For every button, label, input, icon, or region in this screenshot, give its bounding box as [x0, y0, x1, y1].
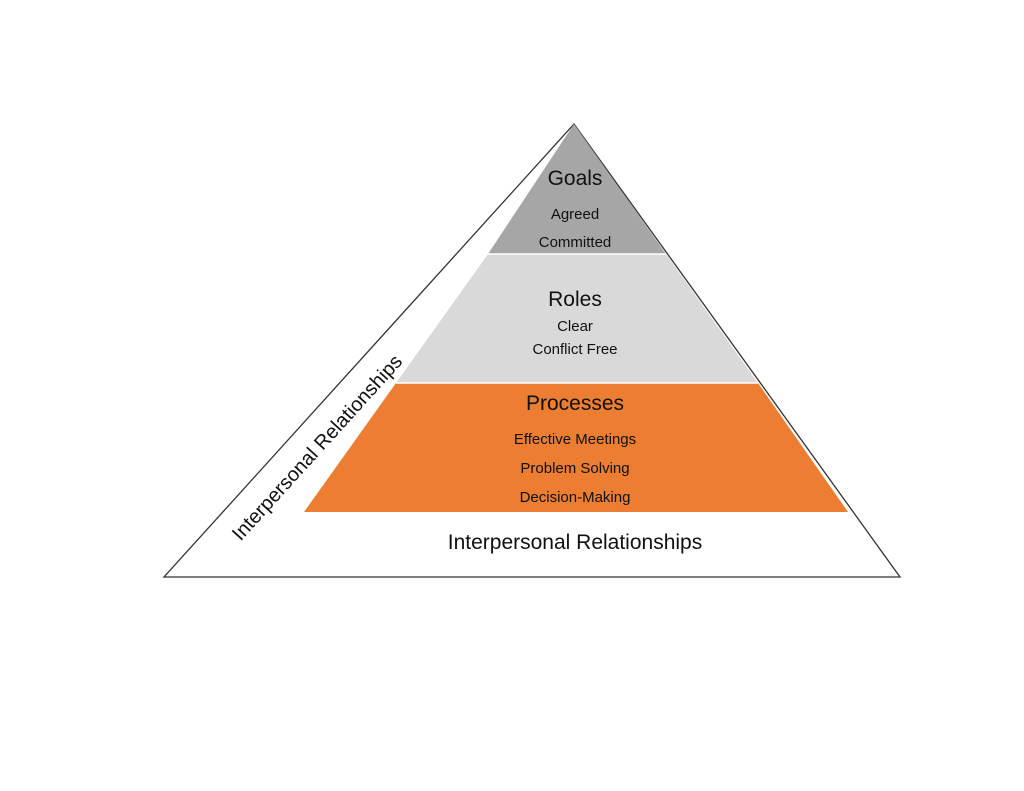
roles-title: Roles: [548, 288, 602, 311]
processes-item: Problem Solving: [520, 460, 629, 477]
goals-item: Committed: [539, 234, 612, 251]
roles-band: [396, 254, 758, 383]
goals-band: [488, 124, 666, 254]
base-label: Interpersonal Relationships: [448, 531, 702, 554]
processes-title: Processes: [526, 392, 624, 415]
roles-item: Conflict Free: [532, 341, 617, 358]
processes-band: [304, 383, 848, 512]
processes-item: Effective Meetings: [514, 431, 636, 448]
roles-item: Clear: [557, 318, 593, 335]
goals-item: Agreed: [551, 206, 599, 223]
goals-title: Goals: [548, 167, 603, 190]
processes-item: Decision-Making: [520, 489, 631, 506]
